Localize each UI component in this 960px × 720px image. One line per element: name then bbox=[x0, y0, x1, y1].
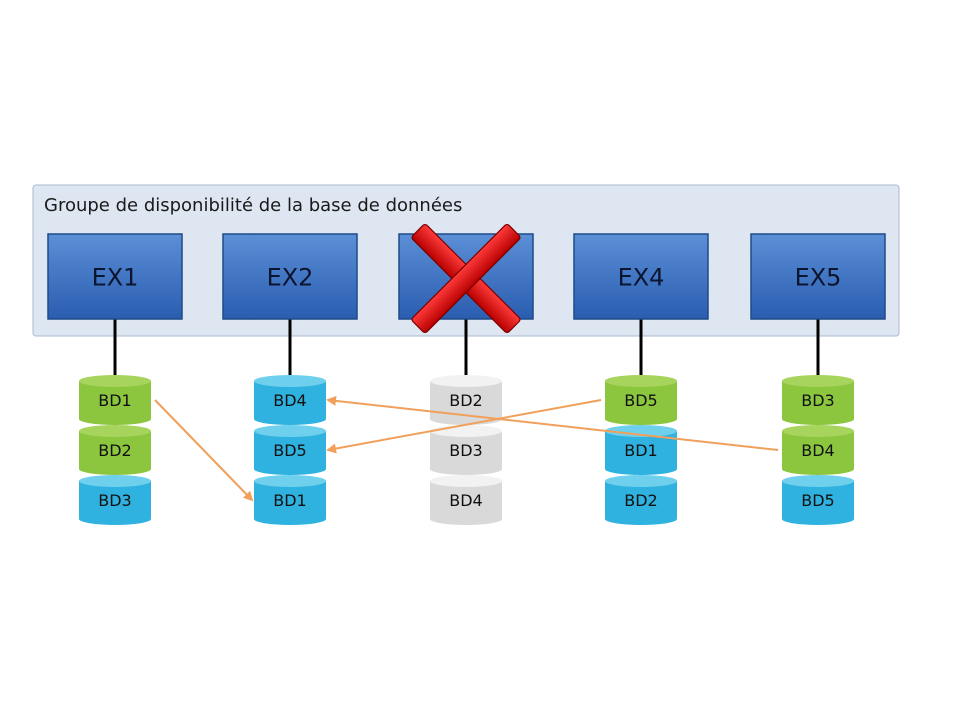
database-top bbox=[605, 425, 677, 437]
database-cylinder: BD3 bbox=[782, 375, 854, 425]
failover-arrow bbox=[154, 399, 254, 502]
database-body bbox=[782, 481, 854, 525]
server-box bbox=[222, 233, 358, 320]
database-top bbox=[782, 425, 854, 437]
server-label: EX1 bbox=[92, 264, 139, 292]
database-top bbox=[782, 475, 854, 487]
databases-layer: BD1BD2BD3BD4BD5BD1BD2BD3BD4BD5BD1BD2BD3B… bbox=[79, 375, 854, 525]
failover-arrow bbox=[326, 399, 602, 454]
database-label: BD5 bbox=[624, 391, 657, 410]
server-ex2: EX2 bbox=[222, 233, 358, 320]
server-box bbox=[750, 233, 886, 320]
database-top bbox=[79, 425, 151, 437]
dag-group-title: Groupe de disponibilité de la base de do… bbox=[44, 195, 462, 216]
database-label: BD1 bbox=[624, 441, 657, 460]
server-ex1: EX1 bbox=[47, 233, 183, 320]
database-top bbox=[254, 375, 326, 387]
database-top bbox=[254, 475, 326, 487]
database-body bbox=[79, 431, 151, 475]
database-cylinder: BD5 bbox=[254, 425, 326, 475]
database-cylinder: BD2 bbox=[605, 475, 677, 525]
server-label: EX5 bbox=[795, 264, 842, 292]
database-label: BD2 bbox=[98, 441, 131, 460]
database-cylinder: BD4 bbox=[782, 425, 854, 475]
database-cylinder: BD5 bbox=[782, 475, 854, 525]
cross-stroke bbox=[411, 223, 521, 334]
server-box bbox=[573, 233, 709, 320]
failover-arrows-layer bbox=[154, 395, 779, 502]
database-cylinder: BD5 bbox=[605, 375, 677, 425]
database-body bbox=[782, 431, 854, 475]
database-top bbox=[605, 475, 677, 487]
database-cylinder: BD3 bbox=[79, 475, 151, 525]
database-top bbox=[79, 475, 151, 487]
database-cylinder: BD2 bbox=[79, 425, 151, 475]
database-body bbox=[430, 431, 502, 475]
database-top bbox=[430, 375, 502, 387]
failure-cross-layer bbox=[411, 223, 521, 334]
server-ex5: EX5 bbox=[750, 233, 886, 320]
database-body bbox=[254, 431, 326, 475]
database-label: BD2 bbox=[449, 391, 482, 410]
database-label: BD4 bbox=[449, 491, 482, 510]
database-body bbox=[79, 481, 151, 525]
server-label: EX4 bbox=[618, 264, 665, 292]
database-cylinder: BD1 bbox=[254, 475, 326, 525]
database-body bbox=[605, 481, 677, 525]
database-cylinder: BD3 bbox=[430, 425, 502, 475]
server-ex4: EX4 bbox=[573, 233, 709, 320]
database-label: BD4 bbox=[801, 441, 834, 460]
database-label: BD3 bbox=[98, 491, 131, 510]
database-label: BD1 bbox=[98, 391, 131, 410]
database-label: BD4 bbox=[273, 391, 306, 410]
database-body bbox=[79, 381, 151, 425]
database-top bbox=[430, 425, 502, 437]
database-body bbox=[254, 381, 326, 425]
database-top bbox=[79, 375, 151, 387]
database-label: BD5 bbox=[801, 491, 834, 510]
database-label: BD2 bbox=[624, 491, 657, 510]
database-label: BD3 bbox=[801, 391, 834, 410]
database-cylinder: BD4 bbox=[254, 375, 326, 425]
database-body bbox=[430, 481, 502, 525]
server-box bbox=[47, 233, 183, 320]
failover-arrow bbox=[326, 395, 779, 451]
database-body bbox=[254, 481, 326, 525]
database-label: BD3 bbox=[449, 441, 482, 460]
database-cylinder: BD4 bbox=[430, 475, 502, 525]
database-body bbox=[782, 381, 854, 425]
database-top bbox=[254, 425, 326, 437]
database-body bbox=[605, 431, 677, 475]
database-top bbox=[605, 375, 677, 387]
failure-cross-icon bbox=[411, 223, 521, 334]
server-label: EX2 bbox=[267, 264, 314, 292]
database-label: BD5 bbox=[273, 441, 306, 460]
database-cylinder: BD1 bbox=[605, 425, 677, 475]
database-top bbox=[430, 475, 502, 487]
database-body bbox=[605, 381, 677, 425]
database-label: BD1 bbox=[273, 491, 306, 510]
database-cylinder: BD1 bbox=[79, 375, 151, 425]
database-top bbox=[782, 375, 854, 387]
